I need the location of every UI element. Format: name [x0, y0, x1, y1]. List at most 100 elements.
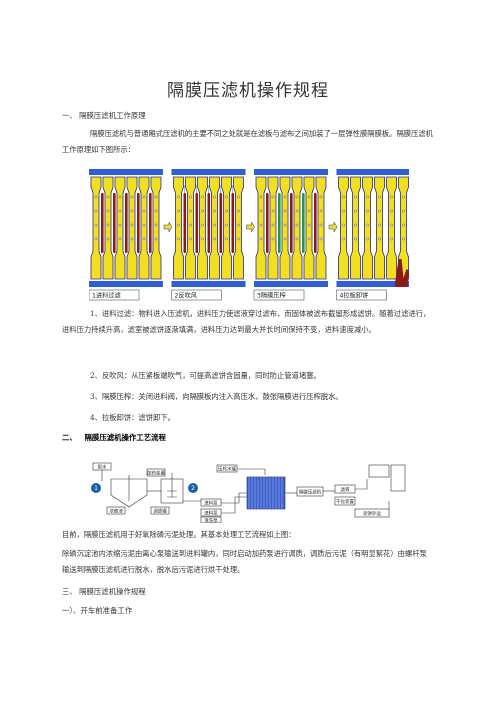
filter-plate — [315, 176, 327, 280]
plate-hole — [366, 223, 369, 227]
top-tank — [368, 464, 390, 478]
plate-hole — [201, 209, 204, 213]
plate-hole — [106, 223, 110, 227]
flow-diagram: 原水浓缩池1加药装置2调质罐进料泵进料泵清洗泵压榨水罐隔膜压滤机滤液干化装置泥饼… — [91, 462, 406, 523]
plate-hole — [213, 195, 216, 199]
filter-cake — [101, 193, 104, 253]
filter-plate — [255, 176, 267, 280]
section-2-text-1: 目前，隔膜压滤机用于好氧除磷污泥处理。其基本处理工艺流程如上图： — [62, 530, 296, 539]
conditioning-box-label: 调质罐 — [153, 508, 167, 515]
plate-hole — [402, 209, 405, 213]
plate-hole — [154, 237, 158, 241]
plate-hole — [295, 209, 299, 213]
principle-panel: 4拉板卸饼 — [336, 169, 409, 301]
plate-hole — [259, 195, 263, 199]
plate-hole — [342, 195, 345, 199]
plate-hole — [295, 195, 299, 199]
principle-panel: 3隔膜压榨 — [253, 169, 328, 301]
filter-plate — [221, 176, 232, 280]
panel-caption: 1进料过滤 — [92, 292, 121, 300]
marker-2 — [188, 483, 198, 493]
feed-pump-2-label: 进料泵 — [204, 510, 218, 517]
plate-hole — [201, 223, 204, 227]
filter-cake — [195, 193, 199, 253]
washing-pump-label: 清洗泵 — [204, 517, 218, 523]
filter-cake — [125, 193, 128, 253]
plate-hole — [213, 237, 216, 241]
filter-cake — [207, 193, 211, 253]
plate-hole — [201, 195, 204, 199]
filter-plate — [291, 176, 303, 280]
feed-pipe-top — [336, 169, 409, 175]
dosing-box — [146, 468, 166, 477]
plate-hole — [283, 195, 287, 199]
washing-pump — [200, 516, 222, 523]
section-1-intro: 隔膜压滤机与普通厢式压滤机的主要不同之处就是在滤板与滤布之间加装了一层弹性膜隔膜… — [62, 129, 433, 154]
plate-hole — [94, 223, 98, 227]
feed-pump-1 — [200, 498, 222, 507]
filter-cake — [231, 193, 235, 253]
filter-plate — [233, 176, 244, 280]
dosing-box-label: 加药装置 — [147, 470, 165, 477]
filtrate-box-label: 滤液 — [341, 486, 350, 493]
filter-cake — [302, 193, 305, 253]
plate-hole — [189, 223, 192, 227]
step-arrow — [163, 221, 173, 233]
plate-hole — [225, 209, 228, 213]
plate-hole — [237, 195, 240, 199]
plate-hole — [378, 209, 381, 213]
plate-hole — [213, 223, 216, 227]
plate-hole — [118, 209, 122, 213]
plate-hole — [142, 223, 146, 227]
plate-hole — [94, 237, 98, 241]
plate-hole — [259, 237, 263, 241]
plate-hole — [130, 209, 134, 213]
feed-pipe-bottom — [336, 281, 409, 287]
plate-hole — [106, 209, 110, 213]
plate-hole — [295, 223, 299, 227]
filter-cake — [290, 193, 293, 253]
feed-pipe-bottom — [254, 281, 328, 287]
feed-pipe-bottom — [89, 281, 163, 287]
plate-hole — [130, 195, 134, 199]
flow-line — [221, 492, 247, 504]
marker-1 — [91, 483, 101, 493]
filter-plate — [338, 176, 349, 280]
caption-box — [336, 289, 387, 301]
step-3: 3、隔膜压榨：关闭进料阀，向隔膜板内注入高压水，鼓张隔膜进行压榨脱水。 — [90, 392, 343, 401]
plate-hole — [307, 223, 311, 227]
dryer-box — [334, 496, 356, 506]
page-title: 隔膜压滤机操作规程 — [167, 81, 329, 101]
plate-hole — [319, 237, 323, 241]
filter-cake — [219, 193, 223, 253]
filter-plate — [209, 176, 220, 280]
plate-hole — [225, 237, 228, 241]
press-water-tank — [216, 464, 238, 473]
feed-pipe-top — [171, 169, 246, 175]
filter-plate — [173, 176, 184, 280]
plate-hole — [201, 237, 204, 241]
filter-plate — [114, 176, 126, 280]
section-1-heading: 一、 隔膜压滤机工作原理 — [62, 111, 146, 120]
thickener-box-label: 浓缩池 — [109, 508, 123, 515]
filter-plate — [374, 176, 385, 280]
plate-hole — [189, 209, 192, 213]
plate-hole — [354, 209, 357, 213]
plate-hole — [283, 223, 287, 227]
filter-cake — [137, 193, 140, 253]
mixer-blades — [167, 490, 177, 498]
filter-cake — [314, 193, 317, 253]
panel-caption: 3隔膜压榨 — [257, 292, 286, 300]
plate-hole — [189, 237, 192, 241]
plate-hole — [366, 237, 369, 241]
plate-hole — [225, 223, 228, 227]
feed-pump-1-label: 进料泵 — [204, 500, 218, 507]
filter-plate — [150, 176, 162, 280]
plate-hole — [307, 237, 311, 241]
plate-hole — [283, 237, 287, 241]
plate-hole — [130, 223, 134, 227]
press-label-box-label: 隔膜压滤机 — [299, 489, 322, 496]
plate-hole — [94, 209, 98, 213]
